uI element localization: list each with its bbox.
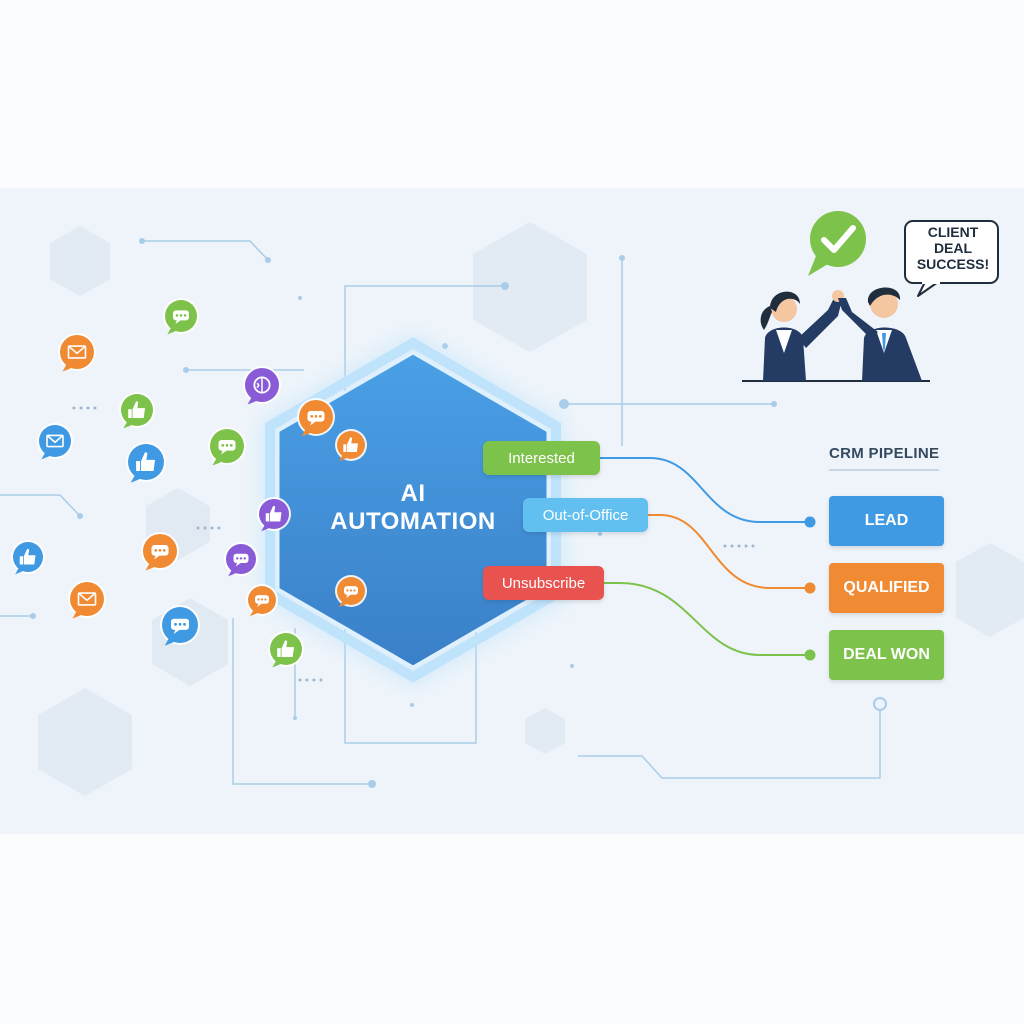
- businesswoman-icon: [760, 290, 844, 381]
- chat-icon: [246, 584, 278, 617]
- chat-icon: [335, 575, 367, 608]
- speech-bubble-icon: [904, 220, 999, 297]
- check-badge-icon: [808, 211, 866, 276]
- core-title-line1: AI: [400, 480, 426, 507]
- core-title-line2: AUTOMATION: [330, 508, 496, 535]
- success-scene: [742, 211, 999, 382]
- success-line2: DEAL: [933, 240, 973, 256]
- success-line3: SUCCESS!: [916, 256, 990, 272]
- success-line1: CLIENT: [927, 224, 979, 240]
- thumbs-up-icon: [126, 442, 166, 483]
- chat-icon: [160, 605, 200, 646]
- pipeline-stage-qualified: QUALIFIED: [829, 563, 944, 613]
- message-icons: [11, 298, 367, 668]
- mail-icon: [58, 333, 96, 372]
- diagram-canvas: AI AUTOMATION Interested Out-of-Office U…: [0, 188, 1024, 834]
- crm-pipeline-title: CRM PIPELINE: [829, 445, 940, 462]
- thumbs-up-icon: [257, 497, 291, 532]
- brain-icon: [243, 366, 281, 405]
- chat-icon: [141, 532, 179, 571]
- thumbs-up-icon: [268, 631, 304, 668]
- routing-connectors: [600, 457, 808, 656]
- tag-out-of-office: Out-of-Office: [523, 498, 648, 532]
- success-bubble-text: CLIENT DEAL SUCCESS!: [906, 224, 1000, 272]
- thumbs-up-icon: [11, 540, 45, 575]
- diagram-graphics: [0, 211, 1024, 796]
- chat-icon: [163, 298, 199, 335]
- mail-icon: [68, 580, 106, 619]
- mail-icon: [37, 423, 73, 460]
- crm-pipeline-divider: [829, 469, 939, 471]
- tag-unsubscribe: Unsubscribe: [483, 566, 604, 600]
- chat-icon: [208, 427, 246, 466]
- businessman-icon: [838, 287, 922, 381]
- tag-interested: Interested: [483, 441, 600, 475]
- circuit-nodes: [30, 238, 777, 788]
- chat-icon: [297, 398, 335, 437]
- chat-icon: [224, 542, 258, 577]
- pipeline-stage-deal-won: DEAL WON: [829, 630, 944, 680]
- pipeline-stage-lead: LEAD: [829, 496, 944, 546]
- connector-endpoints: [804, 516, 887, 711]
- thumbs-up-icon: [119, 392, 155, 429]
- thumbs-up-icon: [335, 429, 367, 462]
